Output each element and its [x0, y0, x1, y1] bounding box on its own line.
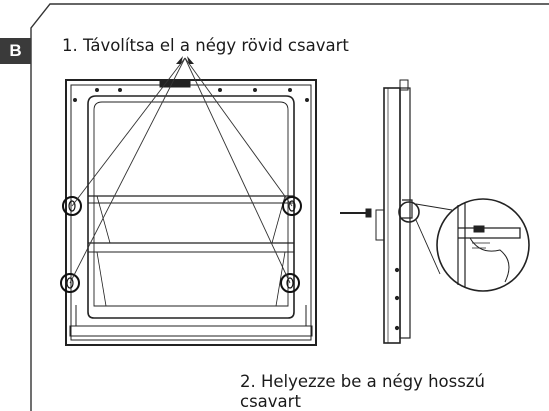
- screw-bottom-left: [60, 273, 80, 293]
- step-1-instruction: 1. Távolítsa el a négy rövid csavart: [62, 36, 349, 55]
- door-side-view: [375, 79, 413, 344]
- screw-top-left: [62, 196, 82, 216]
- detail-magnifier: [398, 198, 530, 292]
- leader-lines: [69, 57, 293, 284]
- door-front-view: [65, 79, 317, 346]
- panel-border: [30, 3, 549, 411]
- short-screw-markers: [60, 196, 302, 293]
- step-2-instruction: 2. Helyezze be a négy hosszú csavart: [240, 372, 485, 411]
- section-badge: B: [0, 38, 31, 64]
- long-screw: [340, 208, 372, 218]
- leader-arrowheads: [176, 56, 194, 64]
- screw-top-right: [282, 196, 302, 216]
- screw-bottom-right: [280, 273, 300, 293]
